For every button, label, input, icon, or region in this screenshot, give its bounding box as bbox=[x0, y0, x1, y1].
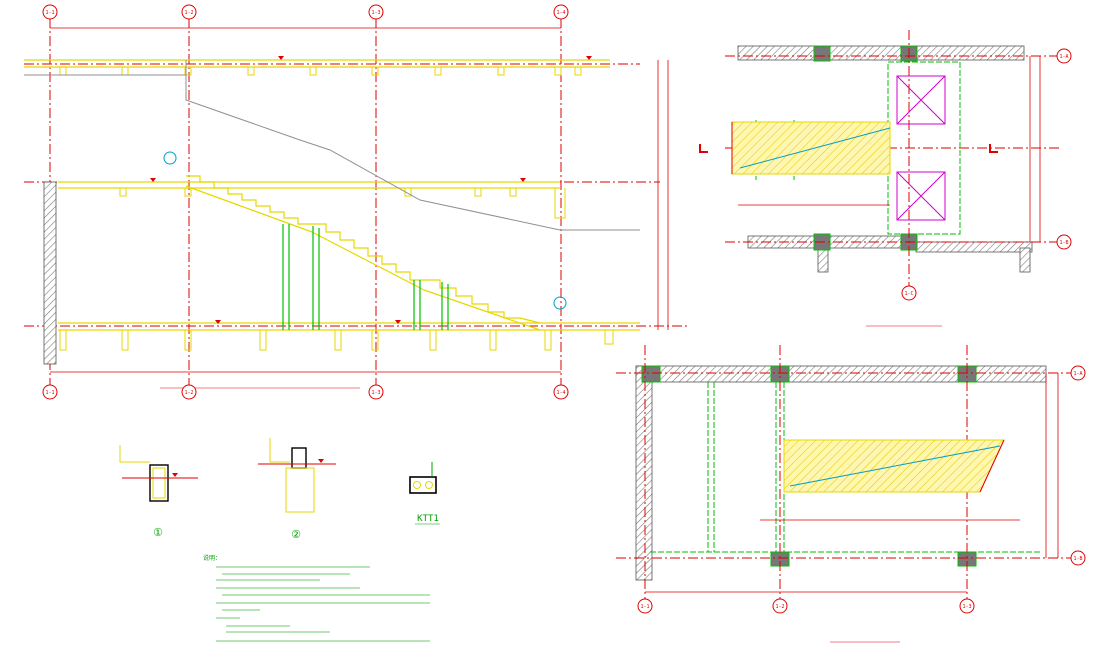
general-notes: 说明： bbox=[203, 554, 430, 642]
elevation-slabs bbox=[24, 59, 640, 331]
left-wall-hatch bbox=[43, 181, 57, 365]
detail-ktt1: KTT1 bbox=[409, 462, 440, 525]
detail-2: ② bbox=[258, 438, 336, 541]
elevation-axis-label-top-3: 1-3 bbox=[371, 10, 380, 16]
detail-2-label: ② bbox=[291, 528, 301, 541]
elevation-axis-label-bottom-3: 1-3 bbox=[371, 390, 380, 396]
elevation-axis-label-top-4: 1-4 bbox=[556, 10, 565, 16]
br-axis-label-a: 1-A bbox=[1073, 371, 1082, 377]
notes-heading: 说明： bbox=[203, 554, 221, 562]
stair-section-elevation: 1-1 1-2 1-3 1-4 1-1 1-2 1-3 1-4 bbox=[24, 4, 690, 400]
stair-plan-bottom-right: 1-A 1-B 1-1 1-2 1-3 bbox=[616, 345, 1086, 643]
elevation-axis-label-bottom-2: 1-2 bbox=[184, 390, 193, 396]
elevation-axis-label-bottom-1: 1-1 bbox=[45, 390, 54, 396]
elevation-axis-bubbles bbox=[42, 4, 569, 400]
elevation-floor-lines bbox=[24, 63, 690, 327]
br-axis-label-1: 1-1 bbox=[640, 604, 649, 610]
br-axis-label-2: 1-2 bbox=[775, 604, 784, 610]
stair-plan-top-right: 1-A 1-B 1-C bbox=[699, 30, 1072, 327]
elevation-axis-label-top-1: 1-1 bbox=[45, 10, 54, 16]
br-axis-label-b: 1-B bbox=[1073, 556, 1082, 562]
detail-1: ① bbox=[119, 445, 198, 539]
elevation-axis-label-bottom-4: 1-4 bbox=[556, 390, 565, 396]
br-axis-label-3: 1-3 bbox=[962, 604, 971, 610]
detail-ktt1-label: KTT1 bbox=[417, 514, 439, 524]
elevation-columns bbox=[282, 224, 449, 330]
detail-1-label: ① bbox=[153, 526, 163, 539]
tr-axis-label-c: 1-C bbox=[904, 291, 913, 297]
tr-axis-label-b: 1-B bbox=[1059, 240, 1068, 246]
tr-axis-label-a: 1-A bbox=[1059, 54, 1068, 60]
elevation-axis-label-top-2: 1-2 bbox=[184, 10, 193, 16]
